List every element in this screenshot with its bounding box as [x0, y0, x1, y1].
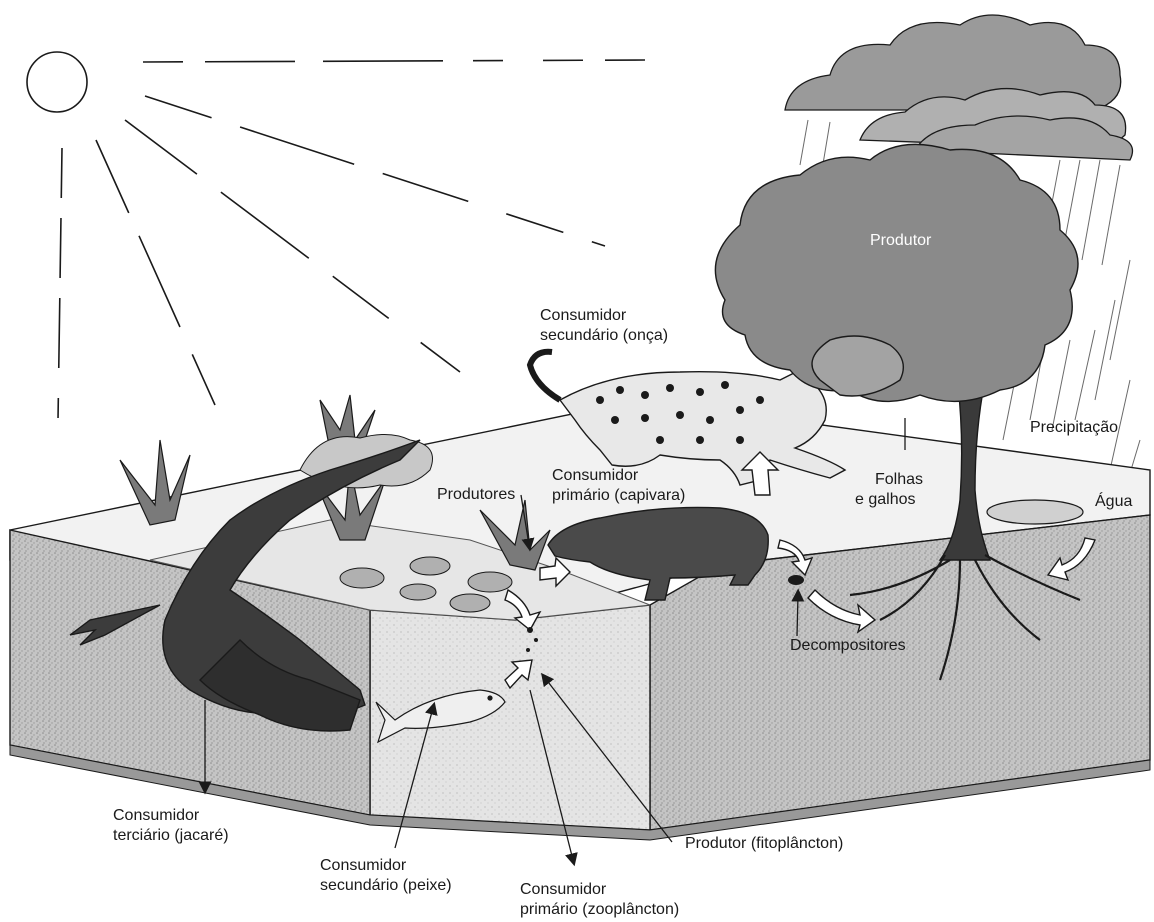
sun-rays — [58, 60, 645, 420]
label-produtores: Produtores — [437, 485, 515, 504]
label-produtor-arvore: Produtor — [870, 231, 931, 250]
label-consumidor-secundario-onca-1: Consumidor — [540, 306, 626, 325]
label-folhas-1: Folhas — [875, 470, 923, 489]
label-consumidor-secundario-peixe-2: secundário (peixe) — [320, 876, 452, 895]
label-precipitacao: Precipitação — [1030, 418, 1118, 437]
label-consumidor-primario-capivara-2: primário (capivara) — [552, 486, 685, 505]
sun — [27, 52, 87, 112]
label-agua: Água — [1095, 492, 1132, 511]
label-consumidor-primario-zoo-2: primário (zooplâncton) — [520, 900, 679, 919]
puddle — [987, 500, 1083, 524]
label-consumidor-primario-zoo-1: Consumidor — [520, 880, 606, 899]
label-folhas-2: e galhos — [855, 490, 916, 509]
label-consumidor-primario-capivara-1: Consumidor — [552, 466, 638, 485]
label-consumidor-secundario-onca-2: secundário (onça) — [540, 326, 668, 345]
clouds — [785, 15, 1133, 160]
label-produtor-fitoplancton: Produtor (fitoplâncton) — [685, 834, 843, 853]
label-decompositores: Decompositores — [790, 636, 906, 655]
label-consumidor-terciario-1: Consumidor — [113, 806, 199, 825]
label-consumidor-terciario-2: terciário (jacaré) — [113, 826, 229, 845]
label-consumidor-secundario-peixe-1: Consumidor — [320, 856, 406, 875]
